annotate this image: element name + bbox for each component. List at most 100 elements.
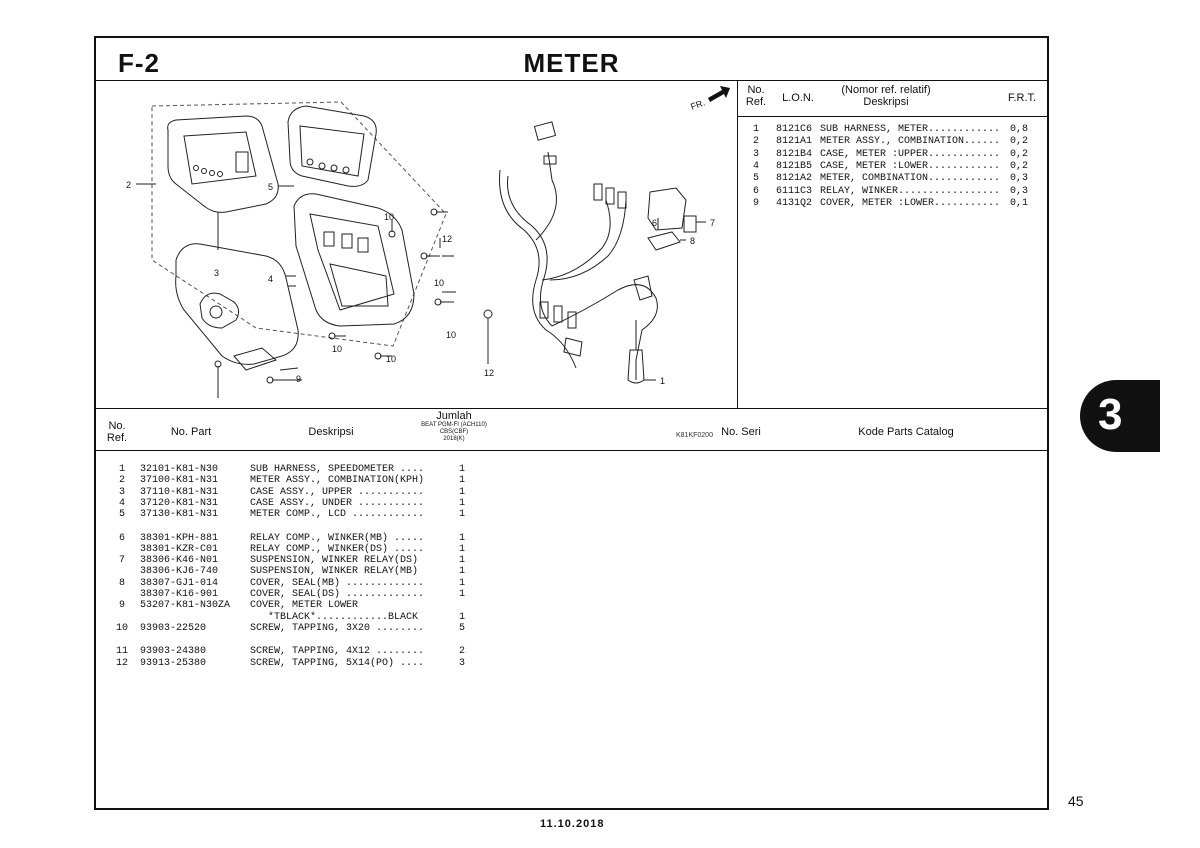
part-qty-cell: 1 <box>458 543 465 555</box>
parts-ref-cell: 12 <box>115 657 128 669</box>
frt-time-cell: 0,3 <box>1010 173 1029 185</box>
frt-lon-cell: 8121B4 <box>775 148 812 160</box>
frt-desc-cell: METER ASSY., COMBINATION...... <box>820 136 1001 148</box>
callout-9: 9 <box>296 374 301 384</box>
parts-serial-header: No. Seri <box>721 426 761 438</box>
part-desc-cell: SCREW, TAPPING, 3X20 ........ <box>250 622 425 634</box>
part-desc-cell: SCREW, TAPPING, 5X14(PO) .... <box>250 657 425 669</box>
frt-time-cell: 0,3 <box>1010 185 1029 197</box>
frt-row: 3 8121B4 CASE, METER :UPPER............ 0,2 <box>744 149 1036 161</box>
frt-lon-cell: 8121A2 <box>775 173 812 185</box>
frt-time-cell: 0,8 <box>1010 124 1029 135</box>
parts-row: 8 38307-GJ1-014 COVER, SEAL(MB) ..........… <box>104 578 472 589</box>
part-number-cell: 38301-KZR-C01 <box>140 543 219 555</box>
frt-ref-header: No.Ref. <box>745 84 767 108</box>
part-desc-cell: COVER, METER LOWER <box>250 600 359 612</box>
figure-bottom-divider <box>96 408 1047 409</box>
page-number: 45 <box>1068 793 1084 809</box>
diagram-svg: FR. 2 3 5 4 10 12 10 10 10 10 12 9 11 11… <box>126 86 730 426</box>
parts-catalog-header: Kode Parts Catalog <box>858 426 954 438</box>
parts-ref-cell: 7 <box>118 555 125 567</box>
callout-3: 3 <box>214 268 219 278</box>
part-desc-cell: COVER, SEAL(MB) ............. <box>250 577 425 589</box>
part-desc-cell: RELAY COMP., WINKER(MB) ..... <box>250 532 425 544</box>
frt-time-cell: 0,1 <box>1010 197 1029 209</box>
parts-ref-cell: 9 <box>118 600 125 612</box>
parts-ref-cell: 6 <box>118 532 125 544</box>
part-qty-cell: 1 <box>458 589 465 600</box>
parts-ref-cell: 11 <box>115 646 128 658</box>
frt-ref-cell: 1 <box>752 124 759 135</box>
parts-ref-cell: 8 <box>118 577 125 589</box>
part-qty-cell: 1 <box>458 532 465 544</box>
frt-desc-cell: RELAY, WINKER................. <box>820 185 1001 197</box>
frt-lon-cell: 8121B5 <box>775 160 812 172</box>
frt-desc-cell: COVER, METER :LOWER........... <box>820 197 1001 209</box>
callout-7: 7 <box>710 218 715 228</box>
frt-desc-cell: SUB HARNESS, METER............ <box>820 124 1001 135</box>
frt-time-cell: 0,2 <box>1010 136 1029 148</box>
frt-lon-cell: 6111C3 <box>775 185 812 197</box>
part-desc-cell: SCREW, TAPPING, 4X12 ........ <box>250 646 425 658</box>
callout-1: 1 <box>660 376 665 386</box>
frt-ref-cell: 9 <box>752 197 759 209</box>
callout-8: 8 <box>690 236 695 246</box>
frt-desc-cell: CASE, METER :LOWER............ <box>820 160 1001 172</box>
parts-ref-cell: 2 <box>118 475 125 487</box>
part-number-cell: 93903-24380 <box>140 646 207 658</box>
frt-time-cell: 0,2 <box>1010 160 1029 172</box>
part-qty-cell: 1 <box>458 464 465 475</box>
part-number-cell: 38307-GJ1-014 <box>140 577 219 589</box>
part-qty-cell: 1 <box>458 577 465 589</box>
part-desc-cell: METER COMP., LCD ............ <box>250 509 425 521</box>
part-desc-cell: SUB HARNESS, SPEEDOMETER .... <box>250 464 425 475</box>
part-qty-cell: 5 <box>458 622 465 634</box>
frt-lon-header: L.O.N. <box>782 92 814 104</box>
part-desc-cell: COVER, SEAL(DS) ............. <box>250 589 425 600</box>
part-qty-cell: 1 <box>458 475 465 487</box>
part-qty-cell: 1 <box>458 497 465 509</box>
part-qty-cell: 1 <box>458 486 465 498</box>
callout-labels: 2 3 5 4 10 12 10 10 10 10 12 9 11 11 6 7… <box>126 180 715 426</box>
callout-5: 5 <box>268 182 273 192</box>
part-qty-cell: 1 <box>458 566 465 578</box>
part-desc-cell: SUSPENSION, WINKER RELAY(DS) <box>250 555 419 567</box>
section-tab: 3 <box>1080 380 1160 452</box>
exploded-parts-diagram: FR. 2 3 5 4 10 12 10 10 10 10 12 9 11 11… <box>96 80 737 439</box>
parts-row: 11 93903-24380 SCREW, TAPPING, 4X12 ......… <box>104 646 472 657</box>
callout-10e: 10 <box>386 354 396 364</box>
part-qty-cell: 2 <box>458 646 465 658</box>
part-desc-cell: SUSPENSION, WINKER RELAY(MB) <box>250 566 419 578</box>
frt-desc-cell: CASE, METER :UPPER............ <box>820 148 1001 160</box>
parts-ref-cell: 10 <box>115 622 128 634</box>
part-number-cell: 38306-K46-N01 <box>140 555 219 567</box>
part-number-cell: 38307-K16-901 <box>140 589 219 600</box>
part-desc-cell: METER ASSY., COMBINATION(KPH) <box>250 475 425 487</box>
part-qty-cell: 1 <box>458 555 465 567</box>
part-number-cell: 37120-K81-N31 <box>140 497 219 509</box>
part-number-cell: 93903-22520 <box>140 622 207 634</box>
parts-row: 10 93903-22520 SCREW, TAPPING, 3X20 ......… <box>104 623 472 634</box>
callout-10d: 10 <box>332 344 342 354</box>
frt-row: 1 8121C6 SUB HARNESS, METER............ 0,8 <box>744 124 1036 136</box>
parts-row: 12 93913-25380 SCREW, TAPPING, 5X14(PO) ..… <box>104 658 472 669</box>
parts-ref-cell: 3 <box>118 486 125 498</box>
frt-lon-cell: 8121C6 <box>775 124 812 135</box>
parts-ref-header: No.Ref. <box>106 420 128 444</box>
frt-ref-cell: 3 <box>752 148 759 160</box>
frt-time-cell: 0,2 <box>1010 148 1029 160</box>
front-direction-arrow <box>708 86 730 102</box>
part-number-cell: 93913-25380 <box>140 657 207 669</box>
